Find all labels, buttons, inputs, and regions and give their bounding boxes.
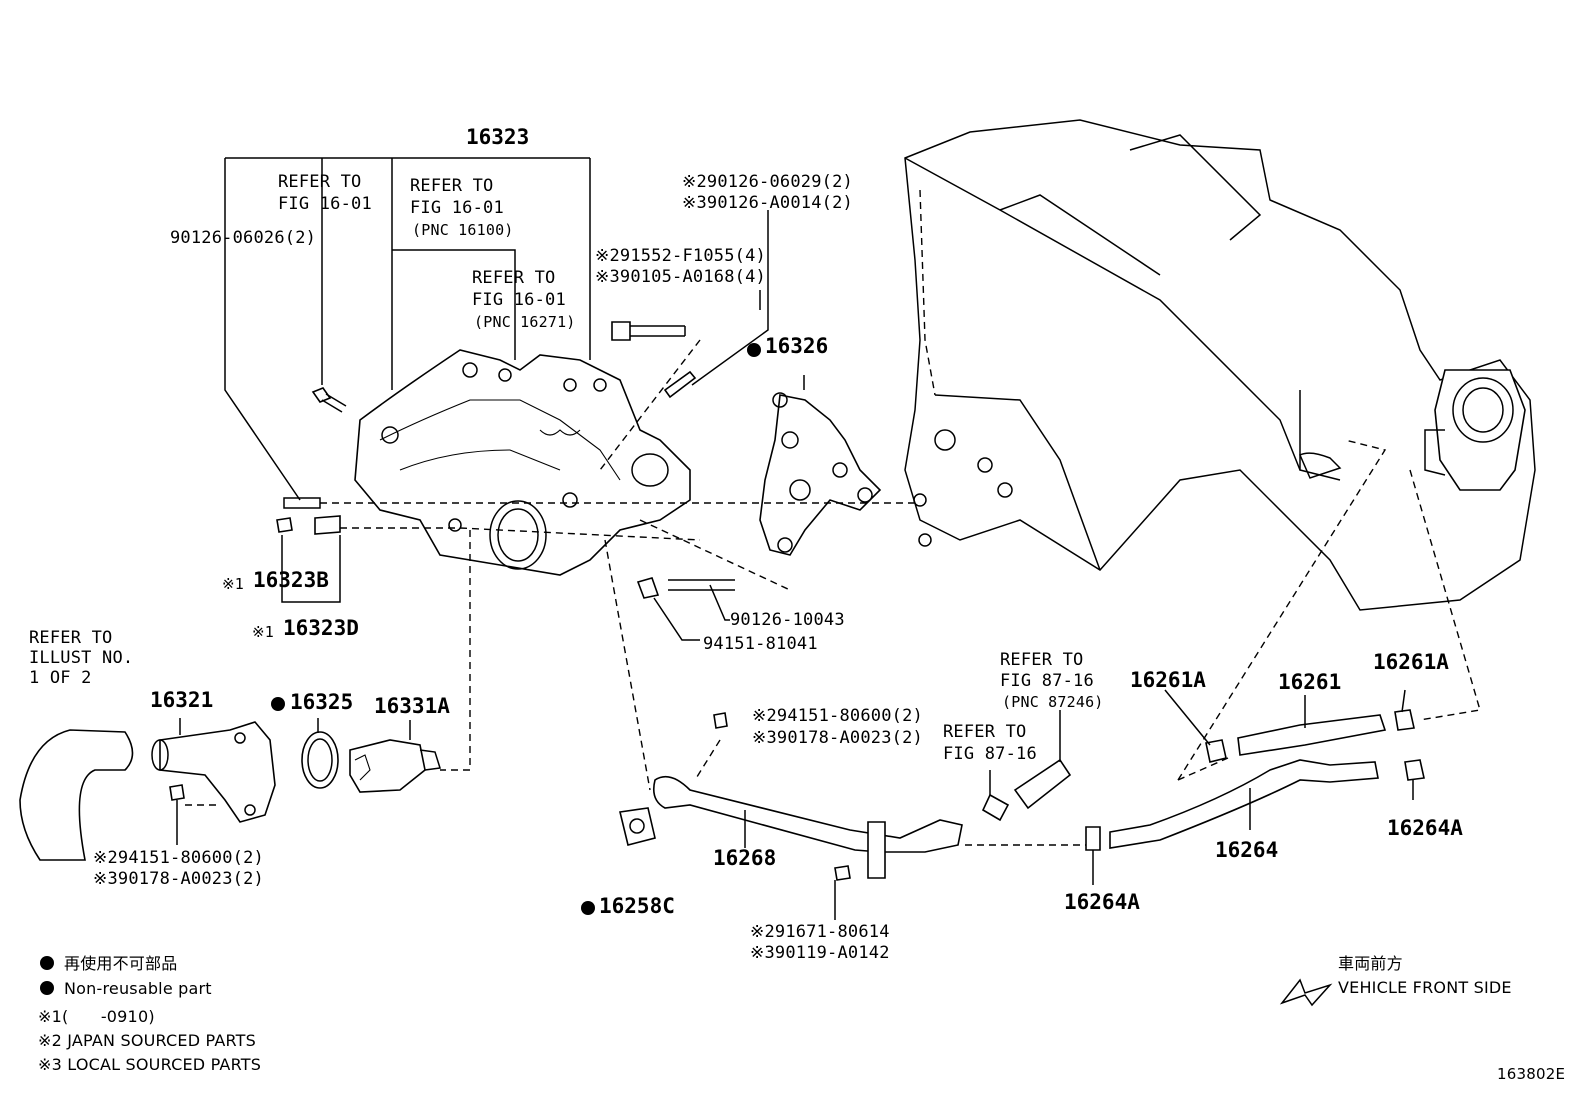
part-label-94151-81041: 94151-81041: [703, 634, 818, 654]
water-pipe-16268: [652, 775, 963, 879]
part-label-nut-mid-2: ※390178-A0023(2): [752, 728, 923, 748]
refer-label-b3: (PNC 16100): [412, 221, 514, 239]
part-label-stud-2: ※390105-A0168(4): [595, 267, 766, 287]
refer-87b-2: FIG 87-16: [943, 744, 1037, 764]
hose-16264: [1109, 759, 1379, 849]
leader-lines: [176, 157, 1414, 1007]
thermostat-16331a: [349, 739, 441, 793]
water-inlet-16321: [151, 721, 276, 823]
gasket-16258c: [619, 807, 656, 846]
refer-label-a1: REFER TO: [278, 172, 362, 192]
mark-16323d: ※1: [252, 623, 274, 641]
gasket-16326: [759, 392, 882, 556]
legend-note-2: ※2 JAPAN SOURCED PARTS: [38, 1031, 257, 1050]
part-label-stud-1: ※291552-F1055(4): [595, 246, 766, 266]
clamp-16261a-right: [1394, 709, 1415, 731]
engine-block-outline: [904, 119, 1536, 611]
part-label-bolt-bot-2: ※390119-A0142: [750, 943, 890, 963]
part-label-16331a: 16331A: [374, 694, 450, 718]
clamp-87-16: [981, 793, 1010, 822]
part-label-16261a-left: 16261A: [1130, 668, 1206, 692]
legend-non-reusable-jp: 再使用不可部品: [64, 954, 178, 973]
refer-label-c1: REFER TO: [472, 268, 556, 288]
mark-16323b: ※1: [222, 575, 244, 593]
hose-16261: [1237, 714, 1387, 756]
refer-87-3: (PNC 87246): [1002, 693, 1104, 711]
legend-note-1: ※1( -0910): [38, 1007, 155, 1026]
part-label-16321: 16321: [150, 688, 214, 712]
legend-note-3: ※3 LOCAL SOURCED PARTS: [38, 1055, 262, 1074]
refer-label-b1: REFER TO: [410, 176, 494, 196]
direction-jp: 車両前方: [1338, 954, 1403, 973]
part-label-nut-mid-1: ※294151-80600(2): [752, 706, 923, 726]
refer-label-a2: FIG 16-01: [278, 194, 372, 214]
non-reusable-dot-16326: [747, 343, 761, 357]
part-label-16325: 16325: [290, 690, 354, 714]
refer-label-b2: FIG 16-01: [410, 198, 504, 218]
part-label-16264a-right: 16264A: [1387, 816, 1463, 840]
direction-en: VEHICLE FRONT SIDE: [1338, 978, 1512, 997]
refer-illust-1: REFER TO: [29, 628, 113, 648]
refer-87-1: REFER TO: [1000, 650, 1084, 670]
part-label-16264: 16264: [1215, 838, 1279, 862]
part-label-bolt-left: 90126-06026(2): [170, 228, 317, 248]
water-pump-body: [354, 349, 691, 576]
part-label-16323: 16323: [466, 125, 530, 149]
non-reusable-dot-16258c: [581, 901, 595, 915]
part-label-16323d: 16323D: [283, 616, 359, 640]
part-label-16261a-right: 16261A: [1373, 650, 1449, 674]
part-label-bolt-bot-1: ※291671-80614: [750, 922, 890, 942]
radiator-hose: [19, 729, 134, 861]
legend-dot-en: [40, 981, 54, 995]
non-reusable-dot-16325: [271, 697, 285, 711]
refer-illust-2: ILLUST NO.: [29, 648, 134, 668]
part-label-bolt-top-1: ※290126-06029(2): [682, 172, 853, 192]
part-label-16326: 16326: [765, 334, 829, 358]
part-label-16261: 16261: [1278, 670, 1342, 694]
part-label-16258c: 16258C: [599, 894, 675, 918]
part-label-90126-10043: 90126-10043: [730, 610, 845, 630]
dashed-guide-lines: [185, 339, 1481, 846]
refer-illust-3: 1 OF 2: [29, 668, 92, 688]
refer-87b-1: REFER TO: [943, 722, 1027, 742]
refer-label-c3: (PNC 16271): [474, 313, 576, 331]
clamp-16264a-bottom: [1085, 826, 1101, 851]
legend-dot-jp: [40, 956, 54, 970]
part-label-16323b: 16323B: [253, 568, 329, 592]
part-label-bolt-top-2: ※390126-A0014(2): [682, 193, 853, 213]
part-label-nut-left-1: ※294151-80600(2): [93, 848, 264, 868]
refer-87-2: FIG 87-16: [1000, 671, 1094, 691]
clamp-16261a-left: [1205, 739, 1227, 763]
fasteners: [169, 321, 851, 881]
clamp-16264a-right: [1404, 759, 1425, 781]
figure-id: 163802E: [1497, 1065, 1566, 1083]
legend-non-reusable-en: Non-reusable part: [64, 979, 212, 998]
refer-label-c2: FIG 16-01: [472, 290, 566, 310]
part-label-16268: 16268: [713, 846, 777, 870]
part-label-16264a-bottom: 16264A: [1064, 890, 1140, 914]
hose-87246: [1013, 758, 1072, 810]
part-label-nut-left-2: ※390178-A0023(2): [93, 869, 264, 889]
